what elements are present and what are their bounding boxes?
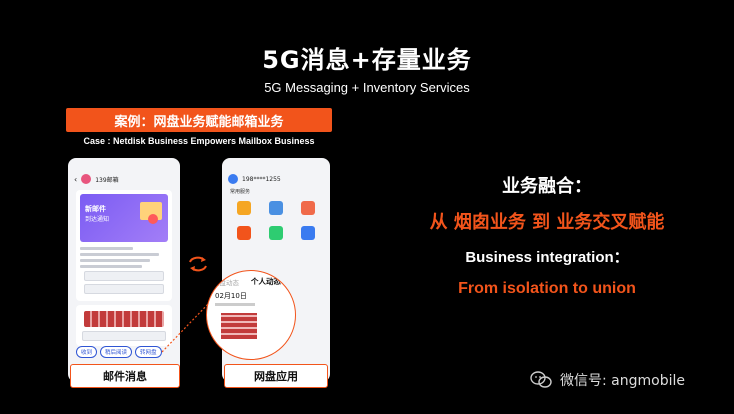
service-item[interactable] xyxy=(294,201,322,220)
text-line xyxy=(80,247,133,250)
video-icon xyxy=(301,201,315,215)
slide-title: 5G消息+存量业务 xyxy=(262,46,472,74)
user-avatar xyxy=(228,174,238,184)
mail-app-name: 139邮箱 xyxy=(95,176,119,184)
connector-dotted-line xyxy=(161,301,211,353)
text-line xyxy=(215,303,255,306)
service-item[interactable] xyxy=(294,226,322,245)
new-mail-banner: 新邮件 到达通知 xyxy=(80,194,168,242)
photo-icon xyxy=(237,226,251,240)
netdisk-app-label: 网盘应用 xyxy=(224,364,328,388)
service-item[interactable] xyxy=(230,226,258,245)
tab-cloud-activity[interactable]: 云盘动态 xyxy=(213,279,239,287)
wechat-id-text: 微信号: angmobile xyxy=(560,373,685,389)
new-mail-subtitle: 到达通知 xyxy=(85,216,110,223)
service-item[interactable] xyxy=(262,201,290,220)
service-grid xyxy=(222,197,330,249)
chip-read-later[interactable]: 稍后阅读 xyxy=(100,346,133,358)
chip-received[interactable]: 收到 xyxy=(76,346,98,358)
service-item[interactable] xyxy=(230,201,258,220)
activity-date: 02月10日 xyxy=(215,292,247,300)
back-chevron-icon: ‹ xyxy=(74,174,78,184)
file-thumbnail xyxy=(221,313,257,339)
tab-personal-activity[interactable]: 个人动态 xyxy=(251,277,281,286)
chip-save-to-disk[interactable]: 转网盘 xyxy=(135,346,162,358)
mail-header: ‹ 139邮箱 xyxy=(68,172,180,186)
folder-icon xyxy=(237,201,251,215)
wechat-watermark: 微信号: angmobile xyxy=(530,370,685,390)
text-line xyxy=(80,253,160,256)
integration-heading-en: Business integration： xyxy=(465,249,629,266)
zoom-circle: 云盘动态 个人动态 02月10日 xyxy=(206,270,296,360)
reply-button[interactable] xyxy=(84,284,164,294)
attachment-button[interactable] xyxy=(82,331,166,341)
mail-message-label: 邮件消息 xyxy=(70,364,180,388)
view-mail-button[interactable] xyxy=(84,271,164,281)
status-bar xyxy=(68,158,180,172)
service-item[interactable] xyxy=(262,226,290,245)
sync-arrows-icon xyxy=(186,256,210,272)
cloud-icon xyxy=(269,201,283,215)
case-banner-label: 案例：网盘业务赋能邮箱业务 xyxy=(114,114,284,130)
status-bar xyxy=(222,158,330,172)
attachment-thumbnail xyxy=(84,311,164,327)
case-banner: 案例：网盘业务赋能邮箱业务 xyxy=(66,108,332,132)
at-sign-icon xyxy=(148,214,158,224)
attachment-card xyxy=(76,305,172,346)
disk-section-title: 常用服务 xyxy=(230,189,251,195)
share-icon xyxy=(301,226,315,240)
chat-icon xyxy=(269,226,283,240)
mail-phone-screenshot: ‹ 139邮箱 新邮件 到达通知 收到 稍后阅读 转网盘 xyxy=(68,158,180,382)
text-line xyxy=(80,259,151,262)
wechat-icon xyxy=(530,371,552,389)
disk-user-name: 198****1255 xyxy=(242,175,281,183)
disk-header: 198****1255 xyxy=(222,172,330,186)
integration-subheading-zh: 从 烟囱业务 到 业务交叉赋能 xyxy=(429,212,665,233)
integration-heading-zh: 业务融合： xyxy=(502,176,592,197)
integration-subheading-en: From isolation to union xyxy=(458,280,636,297)
new-mail-title: 新邮件 xyxy=(85,205,106,213)
case-subtitle: Case : Netdisk Business Empowers Mailbox… xyxy=(83,136,315,146)
mail-avatar xyxy=(81,174,92,184)
slide-subtitle: 5G Messaging + Inventory Services xyxy=(264,80,470,95)
mail-notification-card: 新邮件 到达通知 xyxy=(76,190,172,301)
action-chips: 收到 稍后阅读 转网盘 xyxy=(76,346,162,358)
text-line xyxy=(80,265,142,268)
